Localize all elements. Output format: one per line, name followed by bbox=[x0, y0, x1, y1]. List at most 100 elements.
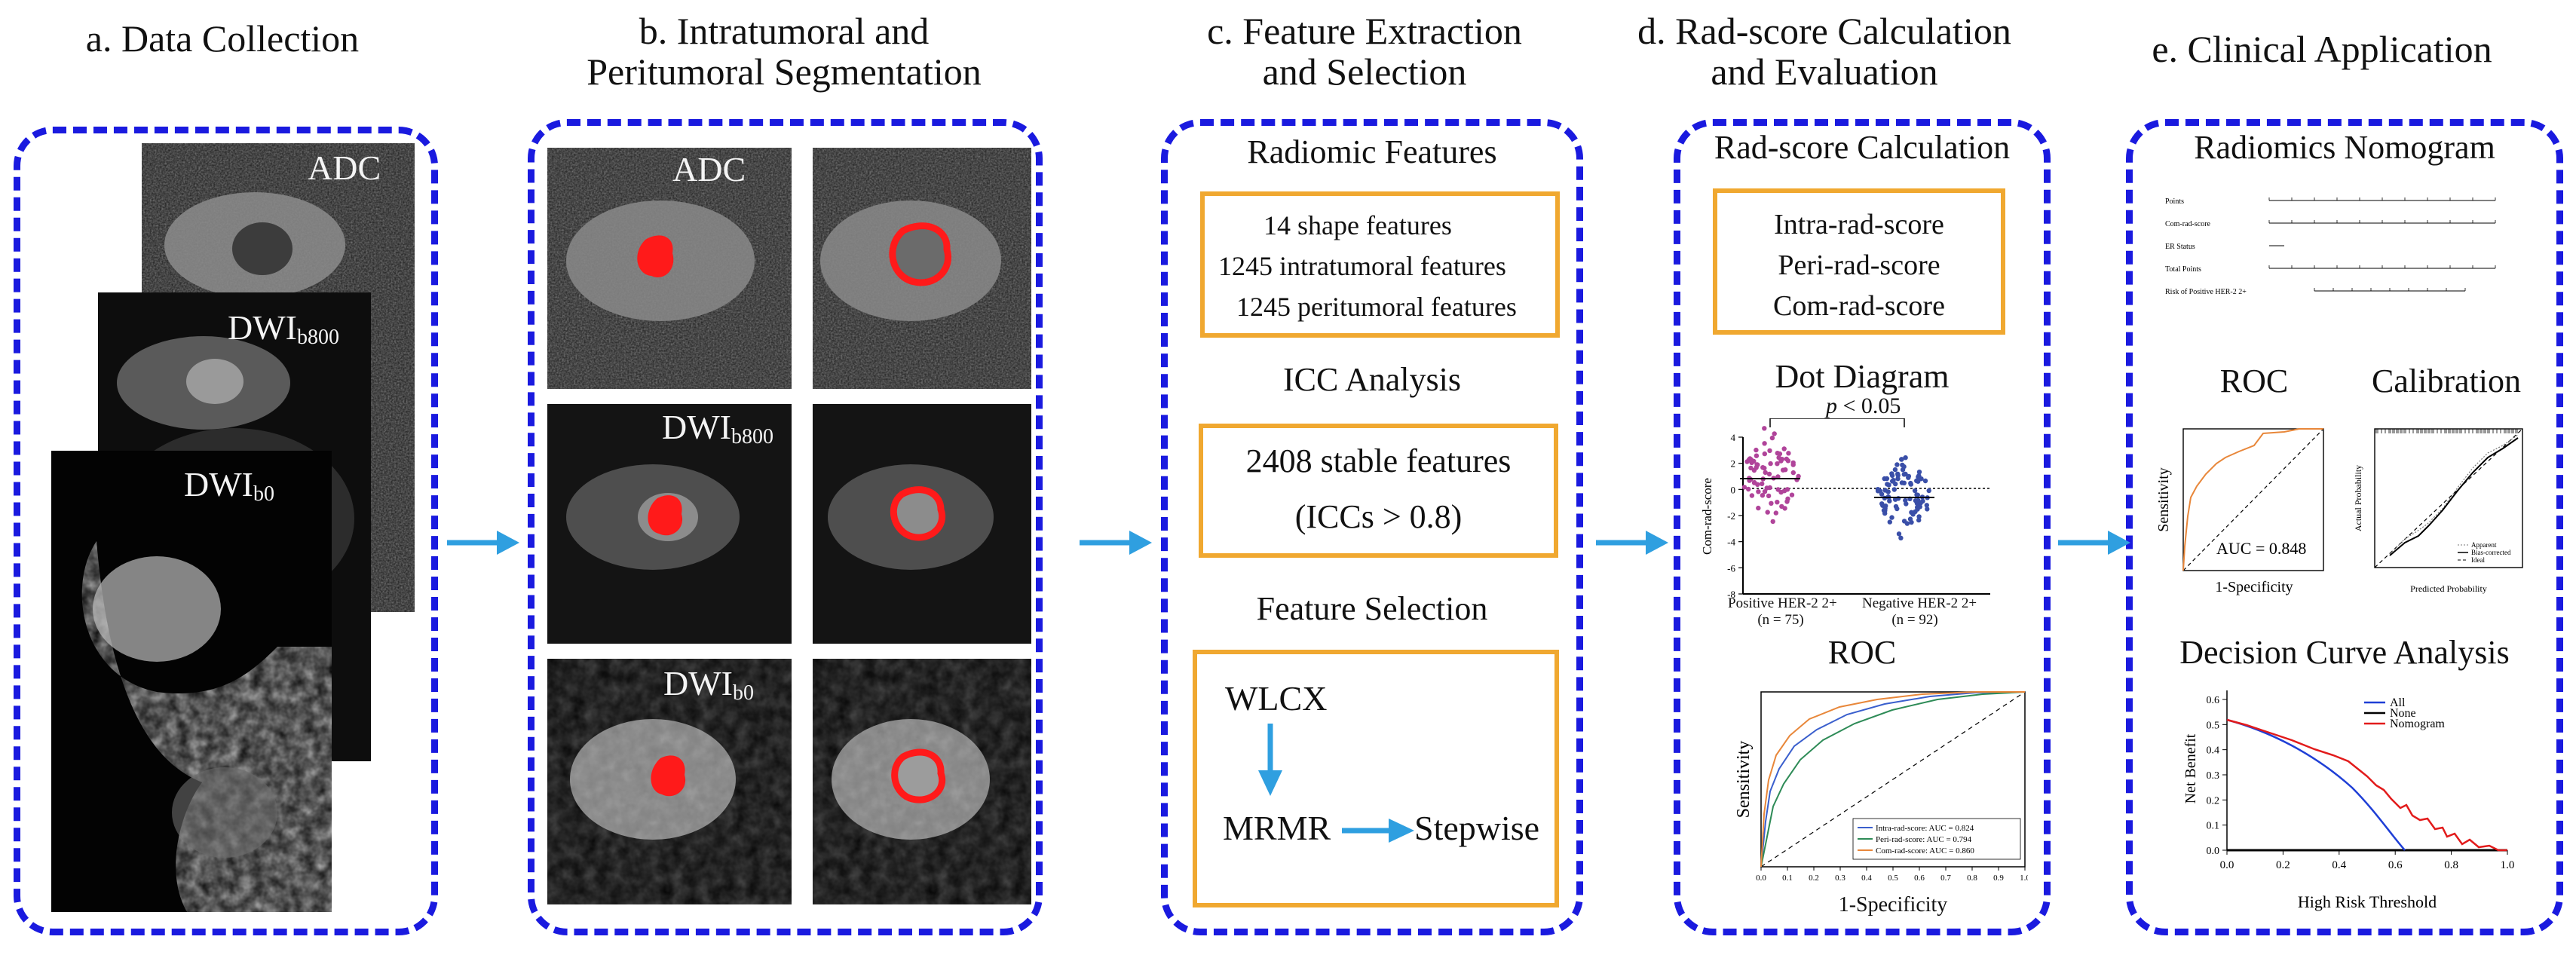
nomogram-row-label: Total Points bbox=[2165, 265, 2201, 274]
roc-d-xtick-label: 0.7 bbox=[1940, 874, 1951, 883]
roc-d-curve-intra bbox=[1760, 691, 2026, 868]
dot-point-positive bbox=[1773, 510, 1778, 516]
dca-xtick-label: 0.0 bbox=[2220, 859, 2234, 871]
dot-ytick-label: 4 bbox=[1731, 432, 1736, 443]
dot-point-negative bbox=[1912, 488, 1918, 494]
panel-e-frame bbox=[2126, 119, 2563, 935]
dot-point-negative bbox=[1901, 472, 1907, 477]
dot-point-negative bbox=[1891, 487, 1897, 492]
dot-point-positive bbox=[1785, 458, 1791, 464]
dca-ytick-label: 0.5 bbox=[2207, 720, 2220, 731]
dot-point-negative bbox=[1916, 479, 1921, 484]
dot-point-negative bbox=[1926, 488, 1931, 494]
dca-xlabel: High Risk Threshold bbox=[2298, 892, 2437, 911]
dca-all-line bbox=[2226, 718, 2406, 851]
cal-ylabel: Actual Probability bbox=[2353, 465, 2363, 531]
cal-bias-corrected-line bbox=[2389, 437, 2519, 556]
roc-d-xtick-label: 0.8 bbox=[1967, 874, 1977, 883]
dot-point-positive bbox=[1747, 478, 1752, 483]
dot-point-positive bbox=[1762, 441, 1767, 446]
roc-d-xtick-label: 1.0 bbox=[2020, 874, 2028, 883]
dot-point-positive bbox=[1764, 485, 1769, 491]
dot-point-positive bbox=[1763, 470, 1768, 476]
seg-dwi-b800-intratumoral bbox=[547, 404, 792, 644]
roc-d-legend-peri: Peri-rad-score: AUC = 0.794 bbox=[1876, 835, 1972, 844]
panel-c-title: c. Feature Extraction and Selection bbox=[1146, 11, 1583, 92]
roc-e-curve bbox=[2182, 428, 2323, 571]
panel-c-title-line1: c. Feature Extraction bbox=[1207, 10, 1522, 52]
roc-d-legend-intra: Intra-rad-score: AUC = 0.824 bbox=[1876, 824, 1974, 833]
dot-point-negative bbox=[1920, 498, 1925, 504]
dot-diagram-chart: Com-rad-score 420-2-4-6-8 bbox=[1700, 418, 1990, 600]
dot-diagram-heading: Dot Diagram bbox=[1775, 358, 1950, 395]
dca-legend-nomogram: Nomogram bbox=[2390, 718, 2445, 730]
dot-point-positive bbox=[1762, 426, 1767, 431]
roc-d-xlabel: 1-Specificity bbox=[1838, 893, 1948, 917]
roc-d-xtick-label: 0.1 bbox=[1782, 874, 1793, 883]
seg-label-dwi-b0: DWIb0 bbox=[663, 664, 754, 705]
dot-point-positive bbox=[1778, 489, 1784, 495]
radiomic-item-shape: 14 shape features bbox=[1263, 210, 1452, 240]
arrow-down-icon bbox=[1258, 724, 1282, 796]
dot-point-positive bbox=[1789, 492, 1795, 497]
dot-point-positive bbox=[1752, 479, 1757, 485]
icc-box bbox=[1199, 424, 1558, 558]
seg-adc-peritumoral bbox=[813, 148, 1031, 389]
peri-rad-score-label: Peri-rad-score bbox=[1778, 249, 1940, 281]
seg-label-adc: ADC bbox=[672, 150, 746, 188]
dot-point-negative bbox=[1889, 471, 1894, 476]
dca-ytick-label: 0.4 bbox=[2207, 745, 2220, 757]
dot-point-positive bbox=[1756, 505, 1761, 511]
dot-point-negative bbox=[1889, 515, 1894, 520]
panel-d-title-line1: d. Rad-score Calculation bbox=[1637, 10, 2011, 52]
dca-heading: Decision Curve Analysis bbox=[2179, 634, 2510, 671]
roc-e-diagonal bbox=[2182, 428, 2324, 571]
dot-point-negative bbox=[1887, 498, 1892, 503]
dot-point-negative bbox=[1882, 488, 1888, 493]
dot-ylabel: Com-rad-score bbox=[1700, 478, 1714, 555]
dot-point-positive bbox=[1751, 458, 1757, 464]
dca-ytick-label: 0.3 bbox=[2207, 770, 2220, 782]
radiomic-features-box bbox=[1200, 191, 1560, 338]
dot-point-negative bbox=[1879, 491, 1885, 497]
panel-a-frame bbox=[14, 127, 438, 935]
radiomic-item-peritumoral: 1245 peritumoral features bbox=[1236, 292, 1517, 322]
arrow-c-to-d-icon bbox=[1596, 531, 1668, 555]
radiomic-item-intratumoral: 1245 intratumoral features bbox=[1218, 251, 1506, 281]
roc-d-xtick-label: 0.5 bbox=[1888, 874, 1898, 883]
roc-e-heading: ROC bbox=[2219, 363, 2289, 399]
dot-point-negative bbox=[1901, 464, 1907, 470]
rad-score-box bbox=[1713, 188, 2005, 335]
dot-point-negative bbox=[1895, 473, 1901, 478]
dot-point-positive bbox=[1746, 486, 1751, 492]
dot-point-positive bbox=[1796, 473, 1801, 479]
arrow-right-icon bbox=[1342, 819, 1414, 843]
panel-a-label-dwi-b0: DWIb0 bbox=[184, 465, 274, 506]
dca-ytick-label: 0.1 bbox=[2207, 821, 2220, 832]
dca-xtick-label: 0.6 bbox=[2388, 859, 2403, 871]
dot-point-positive bbox=[1767, 448, 1772, 454]
dot-point-positive bbox=[1777, 451, 1783, 457]
arrow-b-to-c-icon bbox=[1080, 531, 1152, 555]
panel-a-label-adc: ADC bbox=[308, 148, 381, 187]
nomogram-row-label: Risk of Positive HER-2 2+ bbox=[2165, 288, 2247, 296]
dot-point-negative bbox=[1909, 519, 1914, 525]
seg-dwi-b800-peritumoral bbox=[813, 404, 1031, 644]
panel-b-title: b. Intratumoral and Peritumoral Segmenta… bbox=[513, 11, 1055, 92]
dot-point-positive bbox=[1790, 460, 1796, 466]
dot-point-positive bbox=[1748, 465, 1754, 471]
radiomic-features-heading: Radiomic Features bbox=[1247, 133, 1497, 170]
dca-ytick-label: 0.0 bbox=[2207, 846, 2220, 857]
rad-score-calculation-heading: Rad-score Calculation bbox=[1714, 129, 2011, 166]
roc-d-xtick-label: 0.9 bbox=[1993, 874, 2004, 883]
panel-c-title-line2: and Selection bbox=[1262, 50, 1467, 93]
dot-point-positive bbox=[1754, 462, 1760, 467]
selection-step-wlcx: WLCX bbox=[1225, 679, 1328, 718]
roc-d-chart: Intra-rad-score: AUC = 0.824 Peri-rad-sc… bbox=[1734, 691, 2028, 883]
dot-point-negative bbox=[1915, 504, 1920, 510]
dot-point-negative bbox=[1916, 470, 1922, 475]
dca-xtick-label: 1.0 bbox=[2501, 859, 2515, 871]
dot-point-negative bbox=[1892, 467, 1898, 473]
panel-d-title-line2: and Evaluation bbox=[1711, 50, 1938, 93]
